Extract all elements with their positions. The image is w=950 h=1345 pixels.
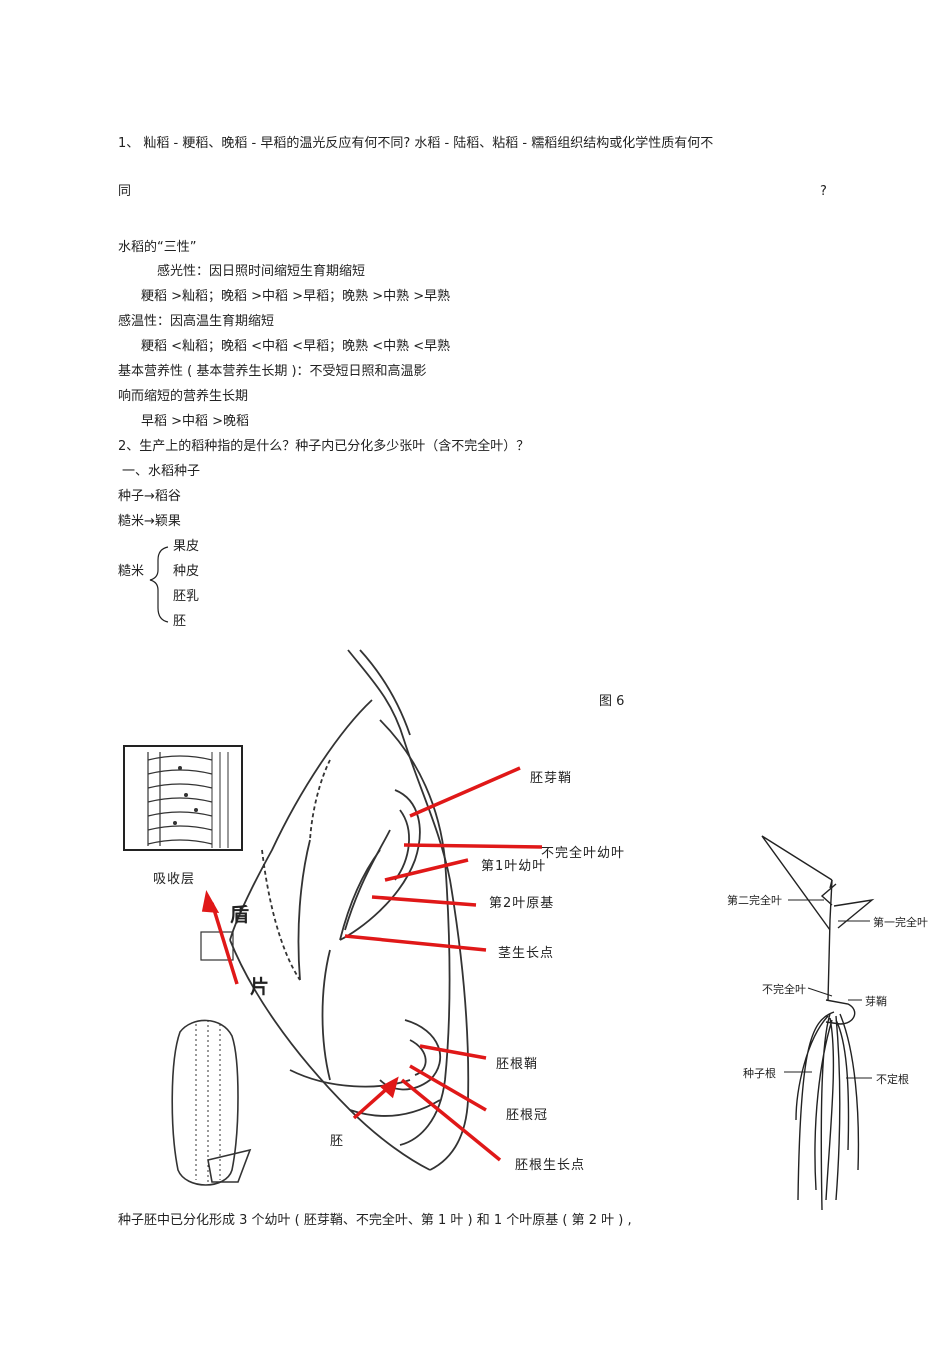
photoperiod-ranking: 粳稻 >籼稻；晚稻 >中稻 >早稻；晚熟 >中熟 >早熟 [141, 289, 451, 304]
brown-rice-label: 糙米 [118, 564, 145, 579]
label-coleoptile: 胚芽鞘 [530, 771, 573, 786]
absorption-layer-illustration [123, 745, 243, 851]
seed-mapping: 种子→稻谷 [118, 489, 181, 504]
label-incomplete-leaf-seedling: 不完全叶 [762, 983, 806, 996]
temperature-title: 感温性：因高温生育期缩短 [118, 314, 275, 329]
part-endosperm: 胚乳 [173, 589, 200, 604]
part-embryo: 胚 [173, 614, 187, 629]
basic-vegetative-title-2: 响而缩短的营养生长期 [118, 389, 249, 404]
question-1-line-1: 1、 籼稻 - 粳稻、晚稻 - 早稻的温光反应有何不同? 水稻 - 陆稻、粘稻 … [118, 136, 714, 151]
label-adventitious-root: 不定根 [876, 1073, 909, 1086]
basic-vegetative-title-1: 基本营养性 ( 基本营养生长期 )：不受短日照和高温影 [118, 364, 427, 379]
annotation-lines [201, 766, 543, 1162]
temperature-ranking: 粳稻 <籼稻；晚稻 <中稻 <早稻；晚熟 <中熟 <早熟 [141, 339, 451, 354]
label-incomplete-leaf: 不完全叶幼叶 [541, 846, 626, 861]
label-root-cap: 胚根冠 [506, 1108, 549, 1123]
embryo-section-drawing [229, 649, 470, 1171]
label-stem-tip: 茎生长点 [498, 946, 555, 961]
question-1-mark: ? [820, 184, 827, 199]
label-root-tip: 胚根生长点 [515, 1158, 586, 1173]
label-first-complete-leaf: 第一完全叶 [873, 916, 928, 929]
question-2: 2、生产上的稻种指的是什么？种子内已分化多少张叶（含不完全叶）？ [118, 439, 530, 454]
brace [149, 546, 169, 623]
label-scutellum-2: 片 [250, 976, 270, 998]
label-second-leaf-primordium: 第2叶原基 [489, 896, 555, 911]
figure-label: 图 6 [599, 694, 625, 709]
seedling-drawing [761, 835, 875, 1211]
brown-rice-mapping: 糙米→颖果 [118, 514, 181, 529]
basic-vegetative-ranking: 早稻 >中稻 >晚稻 [141, 414, 250, 429]
label-embryo: 胚 [330, 1134, 345, 1149]
detail-box [200, 931, 234, 961]
label-first-leaf: 第1叶幼叶 [481, 859, 547, 874]
part-pericarp: 果皮 [173, 539, 200, 554]
rice-grain-drawing [171, 1019, 252, 1186]
label-scutellum-1: 盾 [230, 904, 250, 926]
label-sheath: 芽鞘 [865, 995, 887, 1008]
summary-line: 种子胚中已分化形成 3 个幼叶 ( 胚芽鞘、不完全叶、第 1 叶 ) 和 1 个… [118, 1213, 632, 1228]
seedling-leaders [784, 899, 872, 1079]
label-second-complete-leaf: 第二完全叶 [727, 894, 782, 907]
label-coleorhiza: 胚根鞘 [496, 1057, 539, 1072]
part-seed-coat: 种皮 [173, 564, 200, 579]
question-1-line-2: 同 [118, 184, 132, 199]
three-properties-title: 水稻的“三性” [118, 240, 197, 255]
label-seminal-root: 种子根 [743, 1067, 776, 1080]
section-heading: 一、水稻种子 [122, 464, 201, 479]
photoperiod-title: 感光性：因日照时间缩短生育期缩短 [157, 264, 366, 279]
label-absorption-layer: 吸收层 [153, 872, 196, 887]
